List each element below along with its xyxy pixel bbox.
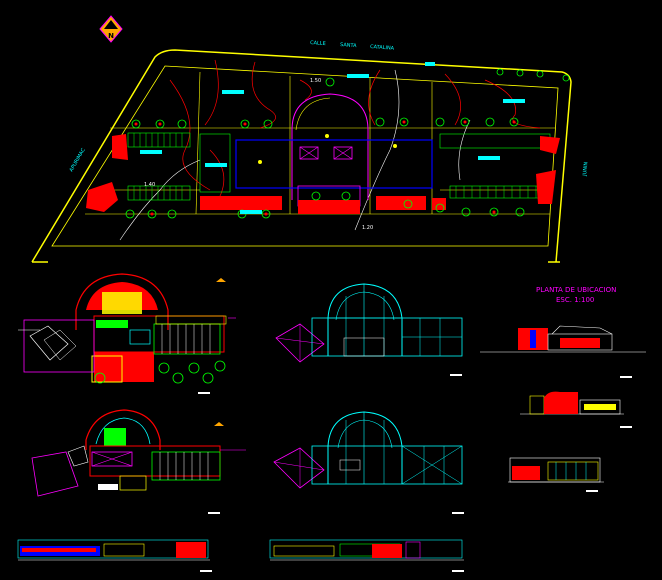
north-arrow-icon: N (99, 15, 123, 43)
roof-plan-2 (273, 411, 464, 514)
floor-plan-1 (18, 273, 236, 394)
section-left (17, 539, 212, 572)
street-label-santa: SANTA (340, 42, 357, 49)
level-mark-1: 1.50 (310, 78, 321, 84)
elevation-2 (520, 391, 632, 428)
floor-plan-2 (31, 409, 246, 514)
street-label-junin: JUNIN (582, 161, 590, 177)
location-plan-scale: ESC. 1:100 (556, 296, 594, 304)
central-arch (291, 93, 369, 200)
site-plan: CALLE SANTA CATALINA APURIMAC JUNIN 1.50… (31, 40, 590, 263)
level-mark-2: 1.40 (144, 182, 155, 188)
roof-plan-1 (275, 283, 463, 376)
location-plan-title: PLANTA DE UBICACION (536, 286, 616, 294)
north-letter: N (108, 32, 114, 40)
elevation-1 (480, 325, 646, 378)
street-label-catalina: CATALINA (370, 44, 395, 52)
site-boundary (31, 49, 572, 263)
street-label-calle: CALLE (310, 40, 326, 47)
level-mark-3: 1.20 (362, 225, 373, 231)
site-inner-boundary (51, 65, 559, 247)
tree-symbols (125, 68, 570, 219)
section-center (269, 539, 464, 572)
elevation-3 (508, 457, 604, 492)
street-label-apurimac: APURIMAC (69, 147, 88, 173)
